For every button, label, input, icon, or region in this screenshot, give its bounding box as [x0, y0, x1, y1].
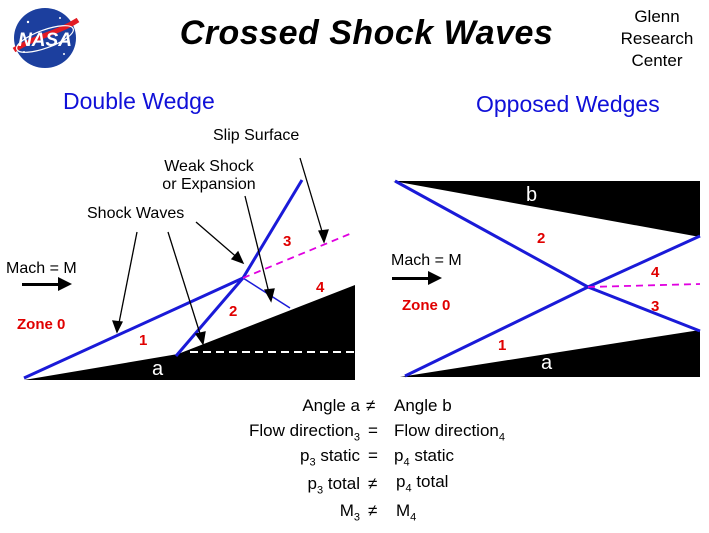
- left-heading: Double Wedge: [63, 88, 215, 114]
- right-shock-lower: [404, 285, 589, 378]
- relation-row-5-right-sub: 4: [410, 511, 417, 524]
- right-zone-0: Zone 0: [402, 297, 451, 314]
- left-zone-4: 4: [316, 279, 325, 296]
- right-zone-1: 1: [498, 337, 507, 354]
- center-line-3: Center: [631, 51, 683, 70]
- wedge-b: [178, 285, 355, 354]
- nasa-logo-text: NASA: [18, 30, 72, 51]
- relation-row-1-op: ≠: [366, 396, 376, 415]
- relation-row-2-left-sub: 3: [353, 431, 360, 444]
- arrow-slip: [299, 157, 325, 239]
- right-zone-3: 3: [651, 298, 660, 315]
- right-shock-4: [587, 285, 701, 333]
- left-wedge-a-label: a: [152, 358, 164, 380]
- relation-row-4-right-text: p: [396, 472, 406, 491]
- weak-shock-label: Weak Shock or Expansion: [152, 158, 266, 194]
- right-shock-upper: [394, 179, 589, 289]
- relation-row-3-right-tail: static: [409, 446, 454, 465]
- right-zone-4: 4: [651, 264, 660, 281]
- weak-shock-line-2: or Expansion: [162, 176, 256, 193]
- relation-row-3-left-sub: 3: [309, 456, 316, 469]
- slip-surface: [242, 232, 353, 279]
- relation-row-4-right-tail: total: [411, 472, 449, 491]
- center-line-1: Glenn: [634, 7, 680, 26]
- lower-wedge: [400, 330, 700, 377]
- left-wedge-b-label: b: [255, 328, 267, 350]
- transmitted-shock-3: [241, 179, 304, 279]
- right-wedge-b-label: b: [526, 184, 538, 206]
- wedge-a: [24, 354, 355, 380]
- relation-row-5-op: ≠: [368, 501, 378, 520]
- relation-row-3-op: =: [368, 446, 378, 465]
- relation-row-3-right-text: p: [394, 446, 404, 465]
- nasa-logo: NASA: [8, 6, 82, 70]
- left-zone-2: 2: [229, 303, 238, 320]
- right-zone-2: 2: [537, 230, 546, 247]
- relation-row-3-right-sub: 4: [403, 456, 410, 469]
- arrow-shock-to-junction: [195, 221, 241, 261]
- weak-shock-line-1: Weak Shock: [164, 158, 254, 175]
- left-zone-0: Zone 0: [17, 316, 66, 333]
- upper-wedge: [393, 181, 700, 237]
- relation-row-5-right: M4: [396, 501, 416, 523]
- arrow-shock-left: [117, 231, 138, 329]
- shock-1: [23, 276, 244, 380]
- mach-arrow-left: [22, 283, 60, 286]
- relation-row-4-right: p4 total: [396, 472, 448, 494]
- arrow-shock-mid: [167, 231, 203, 341]
- relation-row-3-right: p4 static: [394, 446, 454, 468]
- relation-row-2-op: =: [368, 421, 378, 440]
- left-mach-label: Mach = M: [6, 260, 77, 277]
- relation-row-1-right: Angle b: [394, 396, 452, 415]
- relation-row-4-left: p3 total: [200, 474, 360, 496]
- relation-row-4-left-sub: 3: [317, 484, 324, 497]
- relation-row-4-left-text: p: [307, 474, 318, 493]
- relation-row-5-right-text: M: [396, 501, 411, 520]
- right-heading: Opposed Wedges: [476, 91, 660, 117]
- relation-row-1-left: Angle a: [302, 396, 360, 415]
- relation-row-2-left: Flow direction3: [180, 421, 360, 443]
- relation-row-2-right-text: Flow direction: [394, 421, 499, 440]
- mach-arrow-right: [392, 277, 430, 280]
- relation-row-2-right-sub: 4: [498, 431, 505, 444]
- relation-row-2-left-text: Flow direction: [249, 421, 354, 440]
- right-mach-label: Mach = M: [391, 252, 462, 269]
- slip-surface-label: Slip Surface: [213, 127, 300, 144]
- center-name: Glenn Research Center: [604, 6, 709, 72]
- shock-2: [174, 277, 245, 357]
- right-wedge-a-label: a: [541, 352, 553, 374]
- relation-row-5-left-text: M: [339, 501, 354, 520]
- relation-row-4-op: ≠: [368, 474, 378, 493]
- center-line-2: Research: [620, 29, 694, 48]
- relation-row-5-left: M3: [200, 501, 360, 523]
- right-slip-surface: [587, 283, 701, 288]
- left-zone-3: 3: [283, 233, 292, 250]
- relation-row-4-left-tail: total: [323, 474, 360, 493]
- relation-row-2-right: Flow direction4: [394, 421, 505, 443]
- relation-row-3-left: p3 static: [200, 446, 360, 468]
- right-shock-3: [587, 234, 701, 289]
- left-zone-1: 1: [139, 332, 148, 349]
- relation-row-3-left-tail: static: [315, 446, 360, 465]
- relation-row-3-left-text: p: [300, 446, 310, 465]
- shock-waves-label: Shock Waves: [87, 205, 185, 222]
- arrow-weak: [244, 195, 271, 298]
- page-title: Crossed Shock Waves: [179, 14, 554, 52]
- relation-row-4-right-sub: 4: [405, 482, 412, 495]
- relation-row-5-left-sub: 3: [353, 511, 360, 524]
